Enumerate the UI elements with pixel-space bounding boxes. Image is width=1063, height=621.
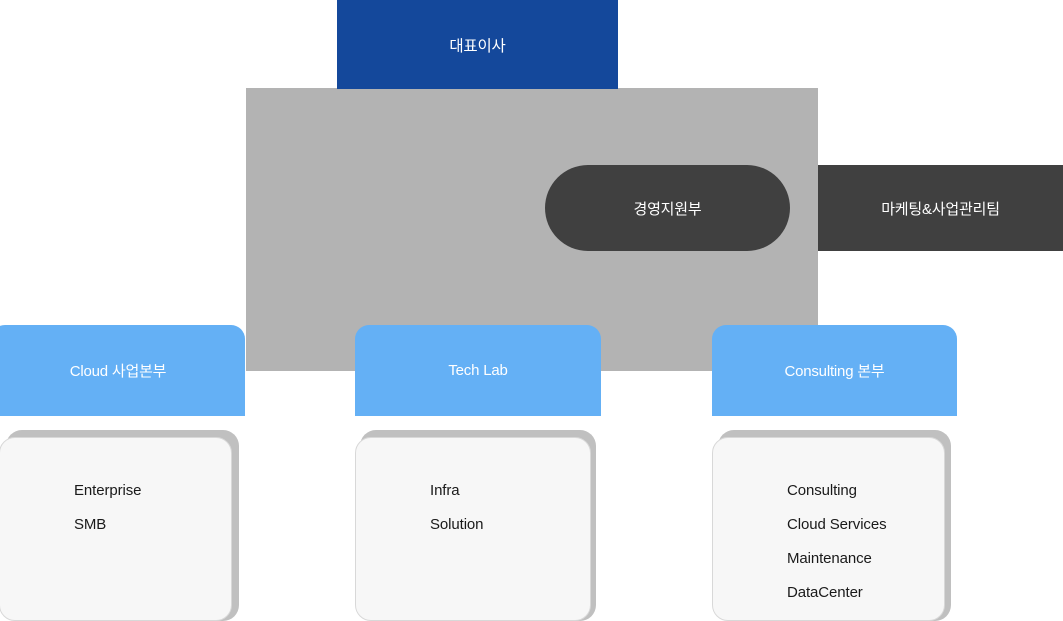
team-card-tech-lab: Infra Solution	[355, 437, 591, 621]
node-ceo-label: 대표이사	[449, 37, 506, 55]
team-card-cloud: Enterprise SMB	[0, 437, 232, 621]
node-marketing-biz-mgmt[interactable]: 마케팅&사업관리팀	[818, 165, 1063, 251]
node-division-cloud-label: Cloud 사업본부	[69, 363, 167, 380]
node-management-support-label: 경영지원부	[633, 200, 702, 218]
team-item: DataCenter	[787, 584, 863, 601]
node-division-consulting-label: Consulting 본부	[784, 363, 885, 380]
team-card-consulting: Consulting Cloud Services Maintenance Da…	[712, 437, 945, 621]
team-item: Solution	[430, 516, 484, 533]
team-item: Cloud Services	[787, 516, 887, 533]
node-division-tech-lab-label: Tech Lab	[448, 362, 508, 379]
team-item: Enterprise	[74, 482, 142, 499]
node-management-support[interactable]: 경영지원부	[545, 165, 790, 251]
node-division-tech-lab[interactable]: Tech Lab	[355, 325, 601, 416]
team-item: Consulting	[787, 482, 857, 499]
node-division-cloud[interactable]: Cloud 사업본부	[0, 325, 245, 416]
team-item: SMB	[74, 516, 107, 533]
team-item: Infra	[430, 482, 460, 499]
node-marketing-biz-mgmt-label: 마케팅&사업관리팀	[881, 200, 1000, 218]
node-division-consulting[interactable]: Consulting 본부	[712, 325, 957, 416]
team-item: Maintenance	[787, 550, 872, 567]
node-ceo[interactable]: 대표이사	[337, 0, 618, 89]
